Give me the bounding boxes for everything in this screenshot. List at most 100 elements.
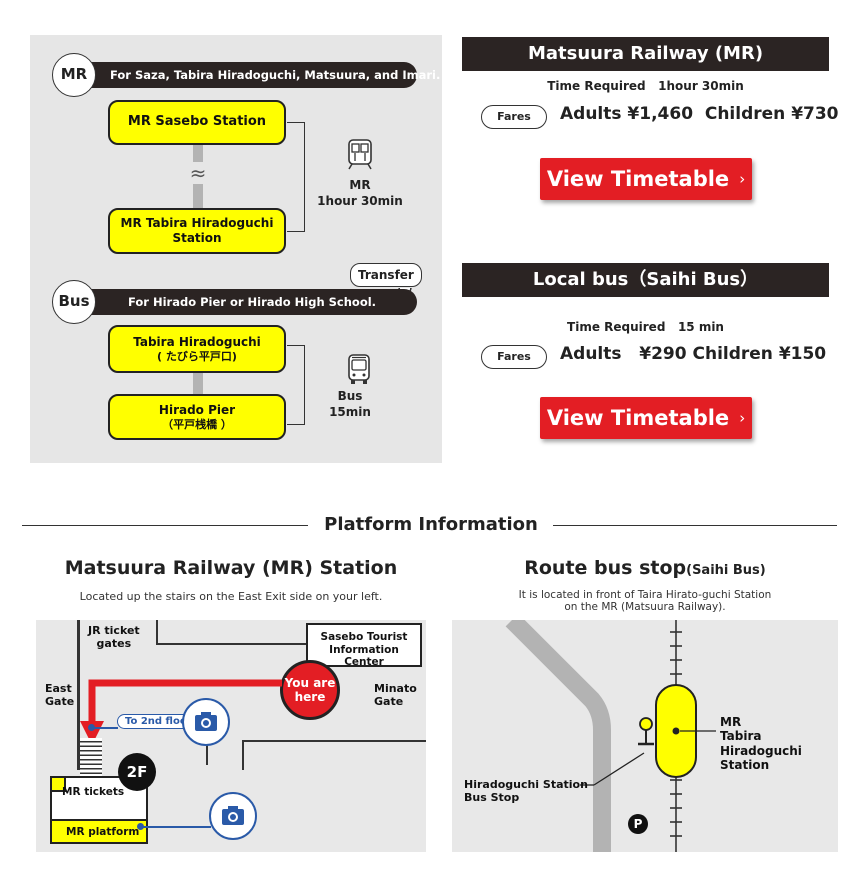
bus-banner: For Hirado Pier or Hirado High School. (72, 289, 417, 315)
section-divider-left (22, 525, 308, 526)
bus-fares-pill: Fares (481, 345, 547, 369)
mr-tabira-station[interactable]: MR Tabira Hiradoguchi Station (108, 208, 286, 254)
bus-tabira-stop[interactable]: Tabira Hiradoguchi ( たびら平戸口) (108, 325, 286, 373)
wall-line (77, 620, 80, 770)
tourist-info-line2: Information Center (329, 643, 399, 669)
parking-icon: P (628, 814, 648, 834)
camera-glyph-icon (195, 712, 217, 731)
bus-tag: Bus (52, 280, 96, 324)
east-gate-line2: Gate (45, 695, 75, 709)
leader-dot (137, 823, 144, 830)
map2-station-line2: Tabira Hiradoguchi (720, 729, 802, 758)
hirado-pier-label-jp: （平戸桟橋 ） (162, 417, 232, 431)
mr-sasebo-station[interactable]: MR Sasebo Station (108, 100, 286, 145)
chevron-right-icon: › (739, 409, 746, 427)
mr-station-map: JR ticket gates Sasebo Tourist Informati… (36, 620, 426, 852)
bus-stop-map-label: Hiradoguchi Station Bus Stop (464, 778, 588, 804)
bus-icon (348, 354, 370, 384)
bus-view-timetable-button[interactable]: View Timetable › (540, 397, 752, 439)
map2-station-line1: MR (720, 715, 742, 729)
bus-view-timetable-label: View Timetable (546, 406, 730, 430)
bus-mode-label: Bus (337, 389, 363, 403)
camera-icon[interactable] (209, 792, 257, 840)
map2-busstop-line1: Hiradoguchi Station (464, 778, 588, 791)
rail-break-icon: ≈ (185, 162, 211, 184)
bus-stop-title: Route bus stop(Saihi Bus) (452, 557, 838, 579)
leader-line (139, 826, 211, 828)
mr-time-label: 1hour 30min (317, 194, 403, 209)
you-are-here-line1: You are (284, 676, 336, 690)
train-icon (348, 139, 372, 170)
mr-tag: MR (52, 53, 96, 97)
mr-time-required: Time Required 1hour 30min (547, 79, 744, 93)
bus-stop-map: MR Tabira Hiradoguchi Station Hiradoguch… (452, 620, 838, 852)
tourist-info-line1: Sasebo Tourist (320, 631, 408, 643)
bus-tabira-stop-label: Tabira Hiradoguchi (133, 334, 261, 349)
wall-line (242, 740, 244, 770)
mr-info-title: Matsuura Railway (MR) (462, 37, 829, 71)
bus-fares-text: Adults ¥290 Children ¥150 (560, 344, 827, 364)
jr-gates-line2: gates (96, 637, 132, 651)
bus-time-required: Time Required 15 min (567, 320, 724, 334)
mr-banner: For Saza, Tabira Hiradoguchi, Matsuura, … (72, 62, 440, 88)
mr-view-timetable-button[interactable]: View Timetable › (540, 158, 752, 200)
bus-stop-desc-line2: on the MR (Matsuura Railway). (564, 601, 726, 614)
bus-time-label: 15min (329, 405, 371, 420)
minato-gate-line1: Minato (374, 682, 417, 695)
you-are-here-marker: You are here (280, 660, 340, 720)
yellow-marker (50, 776, 66, 792)
leader-line (92, 727, 118, 729)
wall-line (206, 745, 208, 765)
camera-icon[interactable] (182, 698, 230, 746)
route-arrow-icon (80, 679, 282, 745)
platform-section-title: Platform Information (324, 514, 538, 535)
mr-station-desc: Located up the stairs on the East Exit s… (79, 590, 383, 603)
floor-2f-badge: 2F (118, 753, 156, 791)
mr-banner-text: For Saza, Tabira Hiradoguchi, Matsuura, … (110, 68, 441, 82)
mr-fares-text: Adults ¥1,460 Children ¥730 (560, 104, 839, 124)
leader-dot (88, 724, 95, 731)
mr-travel-info: MR 1hour 30min (312, 177, 408, 209)
bus-travel-info: Bus 15min (315, 388, 385, 420)
route-panel: For Saza, Tabira Hiradoguchi, Matsuura, … (30, 35, 442, 463)
mr-tabira-station-label: MR Tabira Hiradoguchi (120, 216, 274, 230)
wall-line (242, 740, 426, 742)
camera-glyph-icon (222, 806, 244, 825)
bus-info-title: Local bus（Saihi Bus） (462, 263, 829, 297)
tourist-info-center[interactable]: Sasebo Tourist Information Center (306, 623, 422, 669)
road-icon (505, 620, 716, 852)
east-gate-label: East Gate (45, 682, 74, 708)
bus-rail-line (193, 365, 203, 405)
mr-tabira-station-map-label: MR Tabira Hiradoguchi Station (720, 715, 838, 773)
bus-bracket (287, 345, 305, 425)
minato-gate-line2: Gate (374, 695, 404, 709)
map2-busstop-line2: Bus Stop (464, 791, 520, 805)
map2-station-line3: Station (720, 758, 770, 773)
mr-view-timetable-label: View Timetable (546, 167, 730, 191)
mr-tabira-station-label-2: Station (172, 231, 222, 245)
east-gate-line1: East (45, 682, 72, 695)
bus-stop-desc: It is located in front of Taira Hirato-g… (452, 589, 838, 613)
bus-stop-desc-line1: It is located in front of Taira Hirato-g… (518, 589, 772, 601)
stairs (80, 738, 102, 778)
mr-platform-area[interactable]: MR platform (50, 819, 148, 844)
mr-mode-label: MR (349, 178, 371, 192)
transfer-bubble: Transfer (350, 263, 422, 287)
jr-ticket-gates-label: JR ticket gates (88, 624, 140, 650)
jr-gates-line1: JR ticket (88, 624, 140, 637)
you-are-here-line2: here (294, 689, 326, 704)
minato-gate-label: Minato Gate (374, 682, 417, 708)
mr-station-title: Matsuura Railway (MR) Station (64, 557, 398, 579)
chevron-right-icon: › (739, 170, 746, 188)
bus-tabira-stop-label-jp: ( たびら平戸口) (157, 349, 237, 363)
mr-sasebo-station-label: MR Sasebo Station (127, 114, 267, 130)
bus-stop-title-main: Route bus stop (524, 557, 687, 579)
bus-banner-text: For Hirado Pier or Hirado High School. (128, 295, 377, 309)
bus-stop-title-sub: (Saihi Bus) (686, 563, 766, 578)
leader-line-icon (580, 752, 645, 786)
mr-fares-pill: Fares (481, 105, 547, 129)
hirado-pier-stop[interactable]: Hirado Pier （平戸桟橋 ） (108, 394, 286, 440)
bus-stop-sign-icon (638, 717, 654, 746)
mr-bracket (287, 122, 305, 232)
section-divider-right (553, 525, 837, 526)
